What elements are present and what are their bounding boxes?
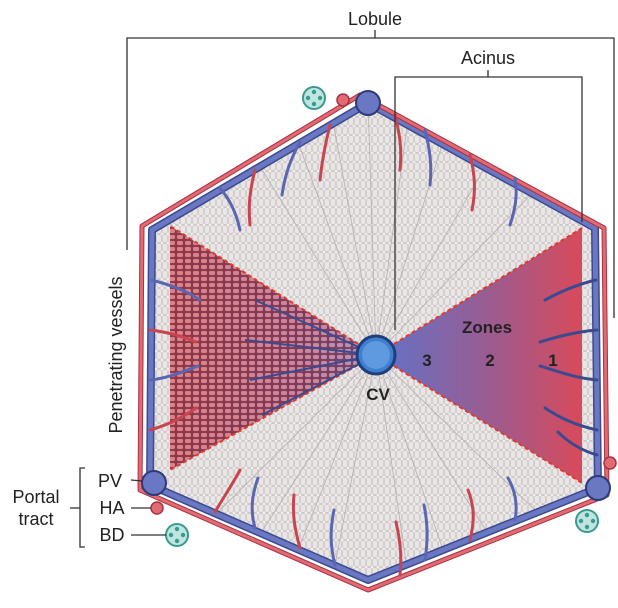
penetrating-vessels-label: Penetrating vessels (106, 276, 126, 433)
portal-triads (141, 86, 617, 547)
portal-vein-top (355, 90, 381, 116)
zones-label: Zones (462, 318, 512, 337)
portal-tract-label-line1: Portal (12, 487, 59, 507)
hepatic-artery-top (336, 93, 350, 107)
central-vein-lumen (362, 341, 390, 369)
left-wedge-tint (170, 226, 376, 470)
zone-2-label: 2 (485, 351, 494, 370)
bile-duct-rosettes (168, 89, 596, 544)
bile-duct-right (575, 509, 599, 533)
pv-label: PV (98, 471, 122, 491)
hepatic-artery-inner (138, 93, 609, 592)
penetrating-branches (148, 113, 599, 577)
hepatic-artery-left (150, 501, 164, 515)
bile-duct-top (302, 86, 326, 110)
acinus-label: Acinus (461, 48, 515, 68)
portal-vein-left (141, 470, 167, 496)
lobule-label: Lobule (348, 9, 402, 29)
portal-vein-inner (147, 100, 601, 583)
acinus-bracket (394, 70, 583, 330)
portal-leader-lines (130, 479, 166, 536)
cv-label: CV (366, 385, 390, 404)
zone-1-label: 1 (548, 351, 557, 370)
portal-vein-right (585, 475, 611, 501)
portal-tract-label-line2: tract (18, 509, 53, 529)
hepatic-artery-right (603, 456, 617, 470)
central-vein-tributaries (244, 299, 377, 416)
ha-label: HA (99, 498, 124, 518)
portal-tract-bracket (70, 467, 85, 548)
bd-label: BD (99, 525, 124, 545)
perimeter-vessels (137, 92, 610, 593)
zone-3-label: 3 (422, 351, 431, 370)
acinus-boundaries (169, 225, 583, 484)
lobule-bracket (126, 30, 615, 318)
acinus-zones-wedge (376, 228, 582, 483)
